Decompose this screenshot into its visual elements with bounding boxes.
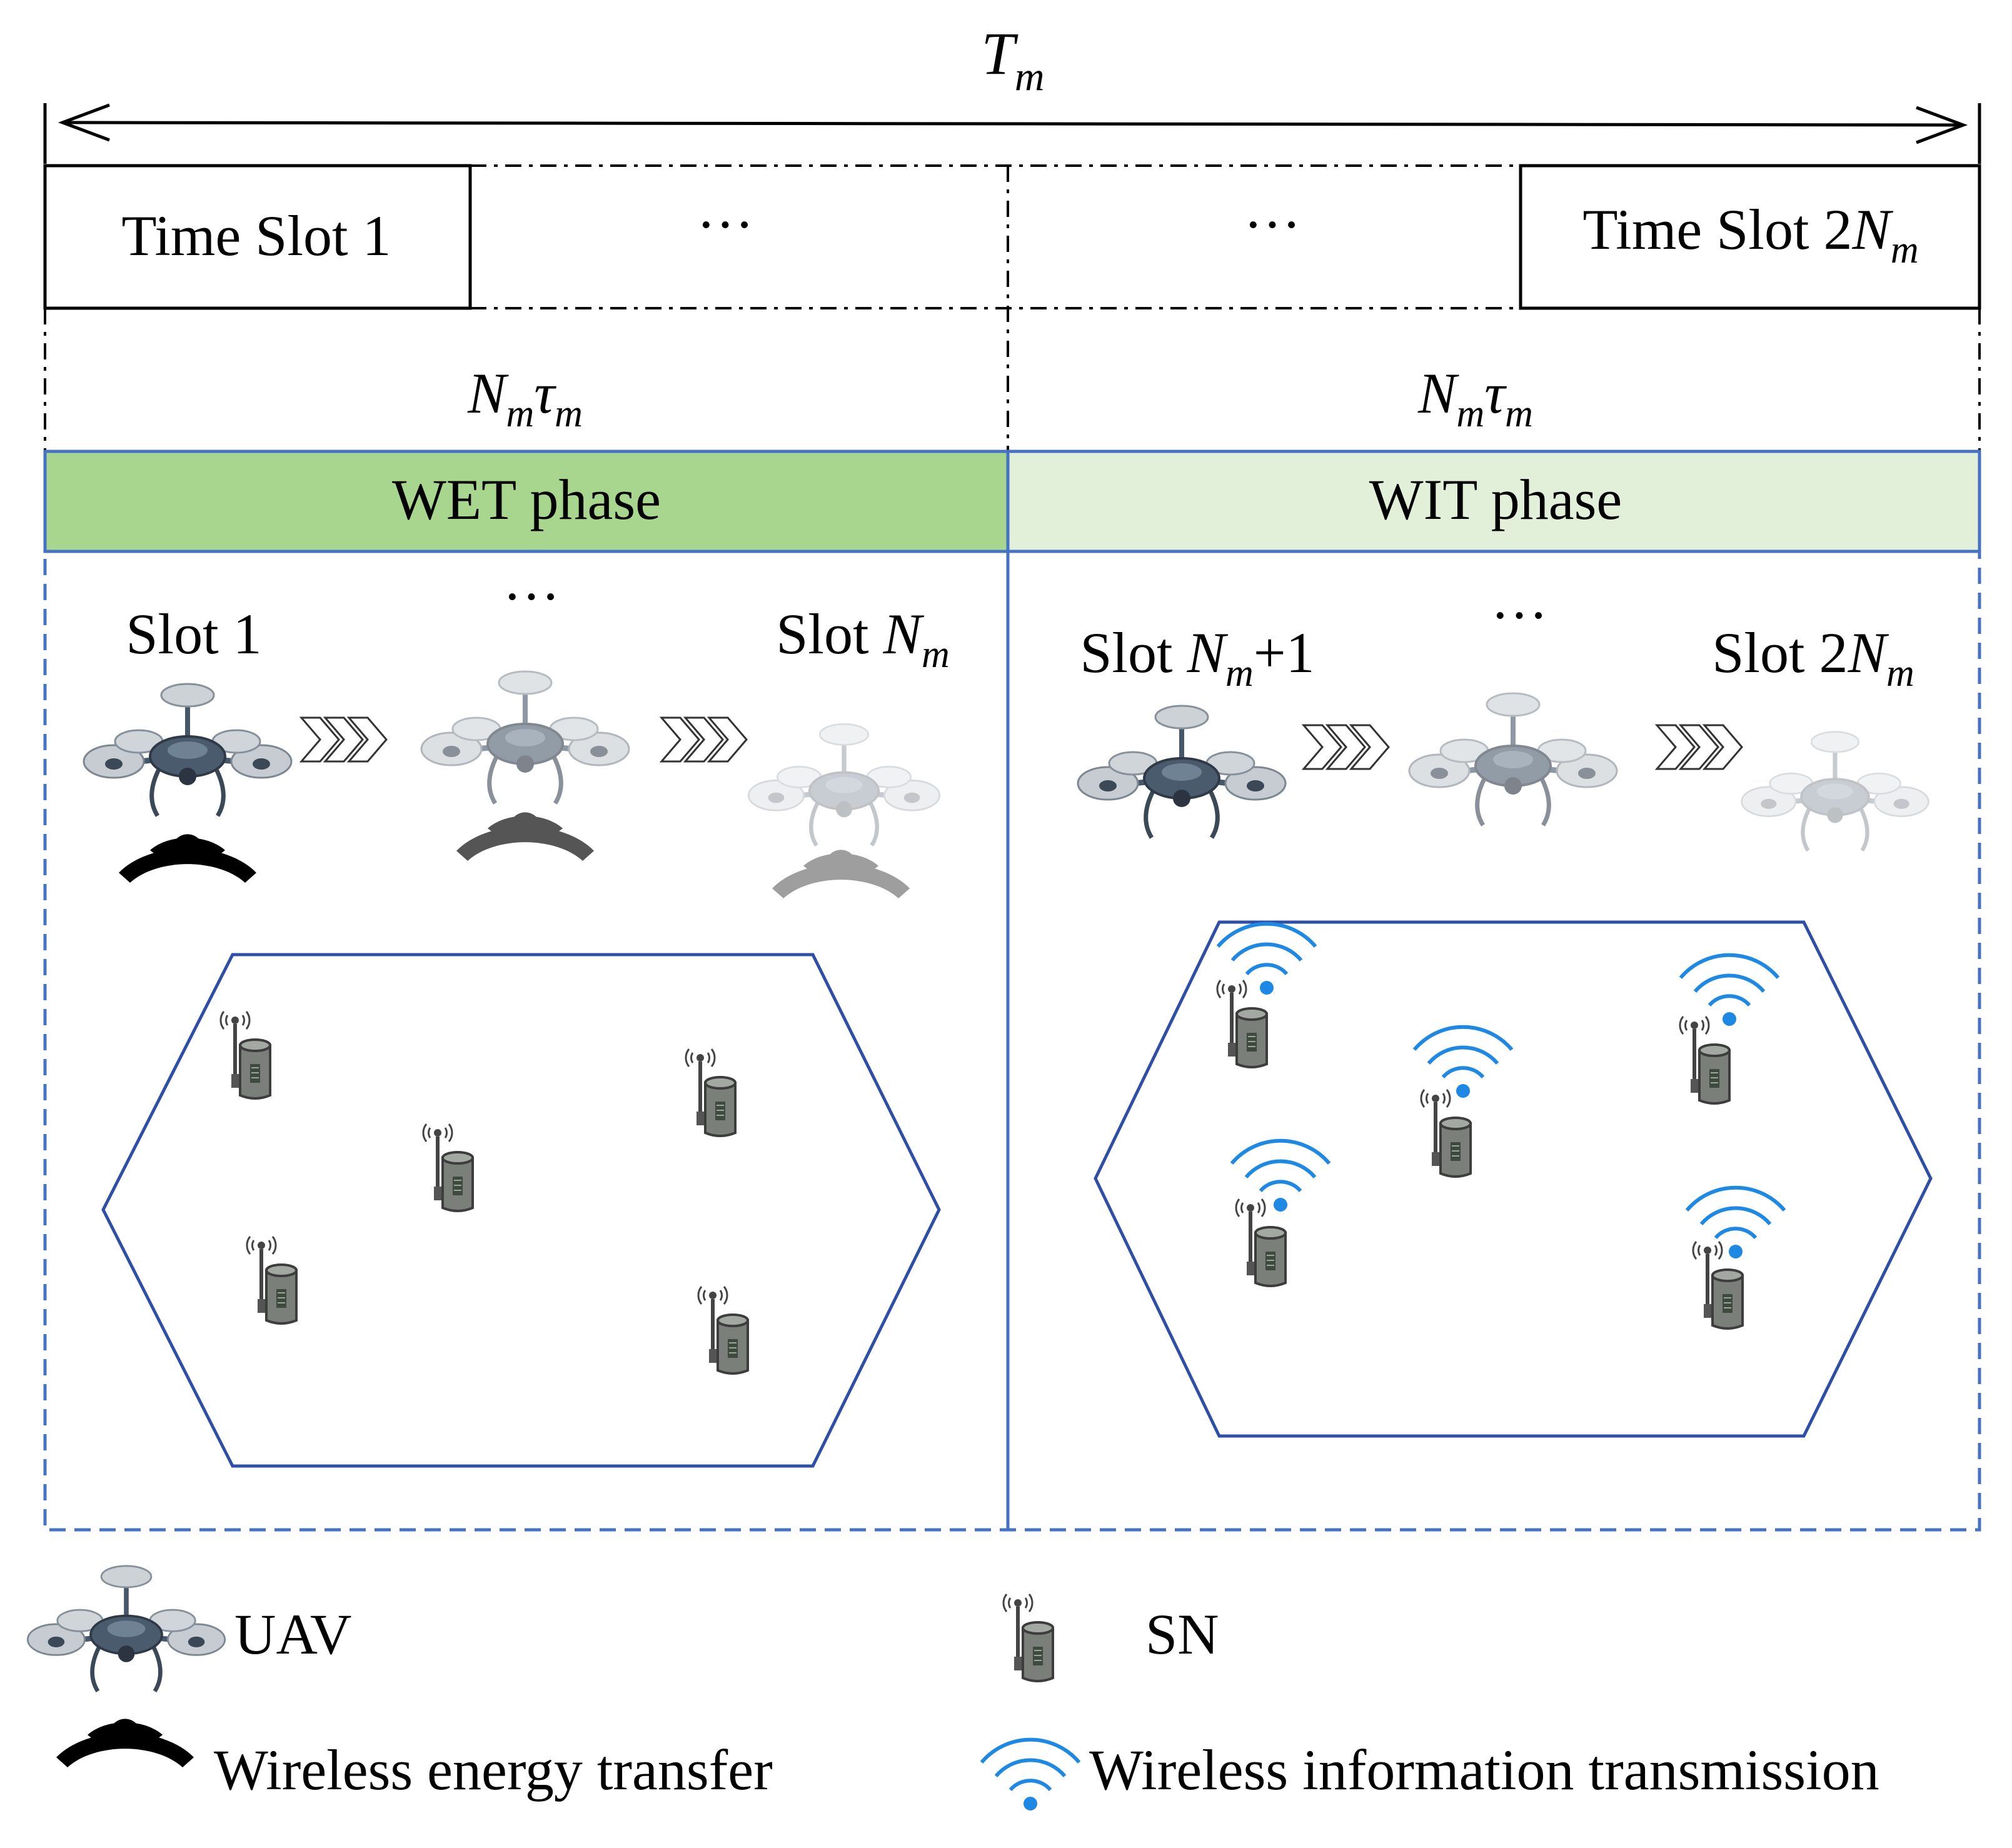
wet-chevron-1: [300, 716, 388, 763]
time-slot-1-box: [43, 164, 472, 310]
time-slot-last-box: [1519, 164, 1981, 310]
wet-drone-slot-last: [748, 724, 939, 845]
wet-energy-transfer-2: [456, 812, 594, 861]
slot-ellipsis-left: ···: [697, 193, 754, 256]
time-slot-1-label: Time Slot 1: [121, 204, 391, 268]
wet-sensor-node-3: [423, 1124, 473, 1211]
wet-duration-label: Nmτm: [467, 361, 583, 435]
period-arrow: [62, 121, 1964, 127]
wit-drone-slot-middle: [1409, 693, 1617, 825]
wit-coverage-area: [1094, 920, 1933, 1438]
wet-slot-first-label: Slot 1: [126, 602, 261, 666]
legend-energy-icon: [56, 1719, 194, 1767]
wit-sensor-node-3: [1421, 1090, 1471, 1177]
wit-signal-4: [1232, 1141, 1329, 1212]
wit-sensor-node-2: [1680, 1017, 1729, 1103]
wet-drone-slot-1: [84, 684, 291, 816]
wit-slot-last-label: Slot 2Nm: [1712, 621, 1914, 695]
slot-ellipsis-right: ···: [1244, 193, 1301, 256]
wit-signal-5: [1687, 1188, 1784, 1258]
wit-phase-label: WIT phase: [1369, 468, 1622, 531]
wet-energy-transfer-3: [772, 850, 910, 898]
wit-signal-2: [1681, 955, 1778, 1026]
legend-uav-icon: [28, 1566, 224, 1691]
legend-sn-label: SN: [1145, 1602, 1219, 1666]
wet-sensor-node-5: [698, 1287, 748, 1373]
wit-slot-ellipsis: ···: [1491, 583, 1548, 647]
wit-sensor-node-4: [1236, 1199, 1285, 1286]
wet-sensor-node-2: [686, 1049, 735, 1136]
wit-slot-first-label: Slot Nm+1: [1080, 621, 1314, 695]
wet-phase-label: WET phase: [392, 468, 661, 531]
wet-slot-last-label: Slot Nm: [776, 602, 949, 676]
wit-duration-label: Nmτm: [1417, 361, 1533, 435]
wit-drone-slot-first: [1078, 706, 1285, 838]
wet-chevron-2: [660, 716, 748, 763]
time-slot-last-label: Time Slot 2Nm: [1582, 198, 1918, 271]
wit-phase-header: [1006, 449, 1981, 553]
wit-signal-3: [1414, 1027, 1512, 1098]
legend-wifi-icon: [982, 1740, 1079, 1810]
period-arrow-right-head: [1916, 106, 1968, 144]
legend-uav-label: UAV: [234, 1602, 351, 1666]
wit-drone-slot-last: [1742, 732, 1929, 851]
phase-body-border: [43, 550, 1981, 1532]
wet-sensor-node-1: [221, 1012, 270, 1098]
wet-energy-transfer-1: [119, 834, 256, 883]
legend-sn-icon: [1003, 1594, 1053, 1681]
wet-sensor-node-4: [247, 1237, 296, 1323]
wet-coverage-area: [101, 953, 941, 1468]
wet-drone-slot-middle: [421, 671, 629, 803]
wet-slot-ellipsis: ···: [503, 565, 560, 628]
period-arrow-left-head: [58, 103, 110, 142]
wet-phase-header: [43, 449, 1010, 553]
period-label: Tm: [981, 20, 1044, 99]
legend-wit-label: Wireless information transmission: [1089, 1738, 1879, 1802]
wit-chevron-1: [1302, 724, 1390, 770]
wit-chevron-2: [1656, 724, 1743, 770]
wit-signal-1: [1218, 924, 1315, 995]
wit-sensor-node-1: [1217, 980, 1267, 1067]
legend-wet-label: Wireless energy transfer: [214, 1738, 773, 1802]
